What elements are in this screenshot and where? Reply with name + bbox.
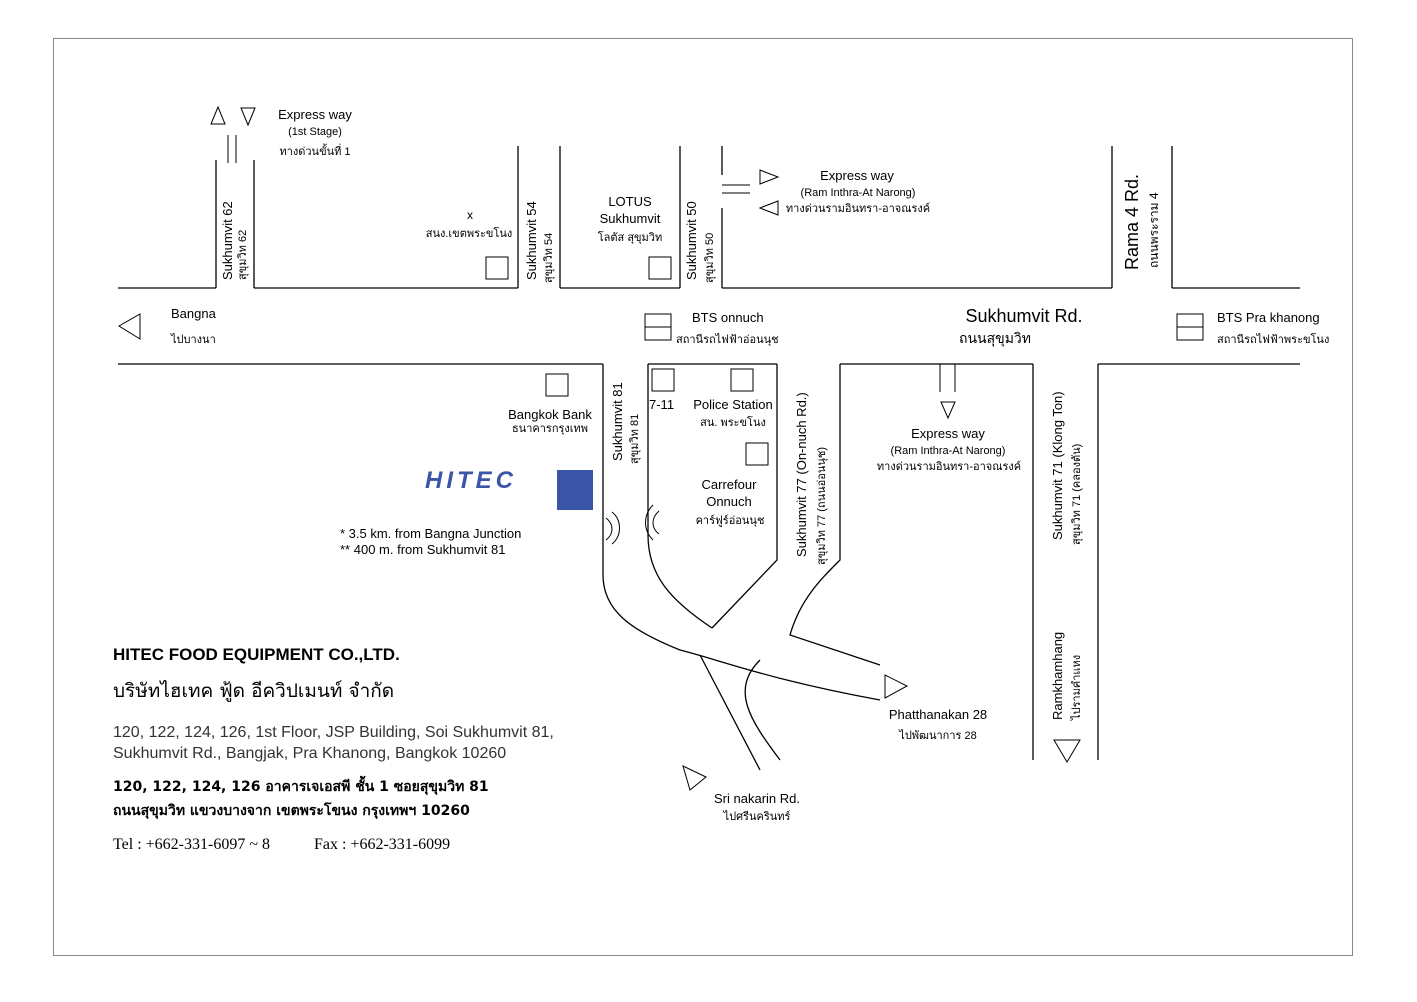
sukhumvit-77-th: สุขุมวิท 77 (ถนนอ่อนนุช) — [816, 447, 828, 565]
sukhumvit-50-label: Sukhumvit 50 — [684, 201, 699, 280]
address-line-1: 120, 122, 124, 126, 1st Floor, JSP Build… — [113, 724, 554, 741]
telephone-number: Tel : +662-331-6097 ~ 8 — [113, 836, 270, 853]
map-frame — [53, 38, 1353, 956]
ramkhamhang-th: ไปรามคำแหง — [1070, 655, 1083, 721]
ramkhamhang-label: Ramkhamhang — [1050, 632, 1065, 720]
note-2: ** 400 m. from Sukhumvit 81 — [340, 542, 505, 557]
district-office-label: x — [467, 208, 473, 222]
expressway-left-arrow — [758, 200, 779, 216]
expressway-3-label: Express way — [911, 426, 985, 441]
address-thai-line-1: 120, 122, 124, 126 อาคารเจเอสพี ชั้น 1 ซ… — [113, 779, 489, 795]
carrefour-label: Carrefour — [702, 477, 758, 492]
sukhumvit-rd-label: Sukhumvit Rd. — [965, 306, 1082, 326]
expressway-right-arrow — [759, 169, 780, 185]
police-station-label: Police Station — [693, 397, 773, 412]
sukhumvit-62-label: Sukhumvit 62 — [220, 201, 235, 280]
expressway-1-th: ทางด่วนขั้นที่ 1 — [279, 143, 350, 158]
landmark-buildings — [485, 256, 1204, 510]
bangkok-bank-th: ธนาคารกรุงเทพ — [512, 423, 588, 435]
srinakarin-label: Sri nakarin Rd. — [714, 791, 800, 806]
expressway-3-th: ทางด่วนรามอินทรา-อาจณรงค์ — [877, 460, 1021, 473]
expressway-1-sub: (1st Stage) — [288, 126, 342, 138]
sukhumvit-77-label: Sukhumvit 77 (On-nuch Rd.) — [794, 392, 809, 557]
srinakarin-th: ไปศรีนครินทร์ — [723, 810, 791, 823]
sukhumvit-81-th: สุขุมวิท 81 — [629, 414, 641, 464]
expressway-south-arrow — [940, 401, 956, 420]
carrefour-label-2: Onnuch — [706, 494, 752, 509]
sukhumvit-81-label: Sukhumvit 81 — [610, 382, 625, 461]
bangna-th: ไปบางนา — [170, 333, 216, 346]
police-station-building — [730, 368, 754, 392]
carrefour-th: คาร์ฟูร์อ่อนนุช — [696, 514, 765, 527]
district-office-th: สนง.เขตพระขโนง — [426, 226, 512, 240]
address-thai-line-2: ถนนสุขุมวิท แขวงบางจาก เขตพระโขนง กรุงเท… — [113, 803, 470, 819]
company-name: HITEC FOOD EQUIPMENT CO.,LTD. — [113, 645, 400, 664]
sukhumvit-71-th: สุขุมวิท 71 (คลองตัน) — [1071, 444, 1083, 545]
vertical-road-labels: Sukhumvit 62 สุขุมวิท 62 Sukhumvit 54 สุ… — [220, 174, 1161, 721]
phatthanakan-arrow — [884, 674, 909, 699]
bts-onnuch-th: สถานีรถไฟฟ้าอ่อนนุช — [676, 333, 779, 346]
expressway-1-label: Express way — [278, 107, 352, 122]
seven-eleven-building — [651, 368, 675, 392]
expressway-up-arrow — [210, 105, 226, 125]
address-line-2: Sukhumvit Rd., Bangjak, Pra Khanong, Ban… — [113, 745, 507, 762]
expressway-2-th: ทางด่วนรามอินทรา-อาจณรงค์ — [786, 202, 930, 215]
lotus-th: โลตัส สุขุมวิท — [598, 230, 662, 244]
carrefour-building — [745, 442, 769, 466]
rama4-label: Rama 4 Rd. — [1122, 174, 1142, 270]
expressway-3-sub: (Ram Inthra-At Narong) — [891, 445, 1006, 457]
sukhumvit-71-label: Sukhumvit 71 (Klong Ton) — [1050, 391, 1065, 540]
map-labels: Express way (1st Stage) ทางด่วนขั้นที่ 1… — [278, 107, 1082, 823]
ramkhamhang-arrow — [1053, 739, 1081, 763]
lotus-label-2: Sukhumvit — [600, 211, 661, 226]
expressway-2-label: Express way — [820, 168, 894, 183]
company-name-thai: บริษัทไฮเทค ฟู้ด อีควิปเมนท์ จำกัด — [113, 680, 395, 702]
lotus-label: LOTUS — [608, 194, 652, 209]
rama4-th: ถนนพระราม 4 — [1147, 192, 1161, 268]
note-1: * 3.5 km. from Bangna Junction — [340, 526, 521, 541]
contact-info: Tel : +662-331-6097 ~ 8 Fax : +662-331-6… — [113, 836, 490, 854]
lower-roads — [602, 364, 1099, 771]
bangna-label: Bangna — [171, 306, 217, 321]
phatthanakan-th: ไปพัฒนาการ 28 — [898, 729, 976, 742]
sukhumvit-62-th: สุขุมวิท 62 — [237, 230, 249, 280]
sukhumvit-50-th: สุขุมวิท 50 — [704, 233, 716, 283]
bangna-arrow — [118, 313, 141, 340]
hitec-logo: HITEC — [425, 467, 517, 494]
hitec-location-marker — [557, 470, 593, 510]
srinakarin-arrow — [682, 765, 707, 791]
bts-prakhanong-th: สถานีรถไฟฟ้าพระขโนง — [1217, 332, 1329, 346]
district-office-building — [485, 256, 509, 280]
bangkok-bank-building — [545, 373, 569, 397]
bts-onnuch-station — [644, 313, 672, 341]
direction-arrows — [118, 105, 1081, 791]
bts-prakhanong-label: BTS Pra khanong — [1217, 310, 1320, 325]
sukhumvit-54-th: สุขุมวิท 54 — [543, 233, 555, 283]
sukhumvit-rd-th: ถนนสุขุมวิท — [959, 330, 1031, 347]
seven-eleven-label: 7-11 — [649, 397, 674, 412]
upper-sois — [215, 135, 1173, 288]
bts-onnuch-label: BTS onnuch — [692, 310, 764, 325]
fax-number: Fax : +662-331-6099 — [313, 836, 451, 853]
lotus-building — [648, 256, 672, 280]
sukhumvit-road-lines — [118, 287, 1300, 365]
expressway-2-sub: (Ram Inthra-At Narong) — [801, 187, 916, 199]
sukhumvit-54-label: Sukhumvit 54 — [524, 201, 539, 280]
bts-prakhanong-station — [1176, 313, 1204, 341]
bangkok-bank-label: Bangkok Bank — [508, 407, 592, 422]
expressway-down-arrow — [240, 107, 256, 127]
map-labels-left: Bangna ไปบางนา BTS onnuch สถานีรถไฟฟ้าอ่… — [170, 306, 1329, 557]
police-station-th: สน. พระขโนง — [700, 415, 766, 429]
phatthanakan-label: Phatthanakan 28 — [889, 707, 987, 722]
